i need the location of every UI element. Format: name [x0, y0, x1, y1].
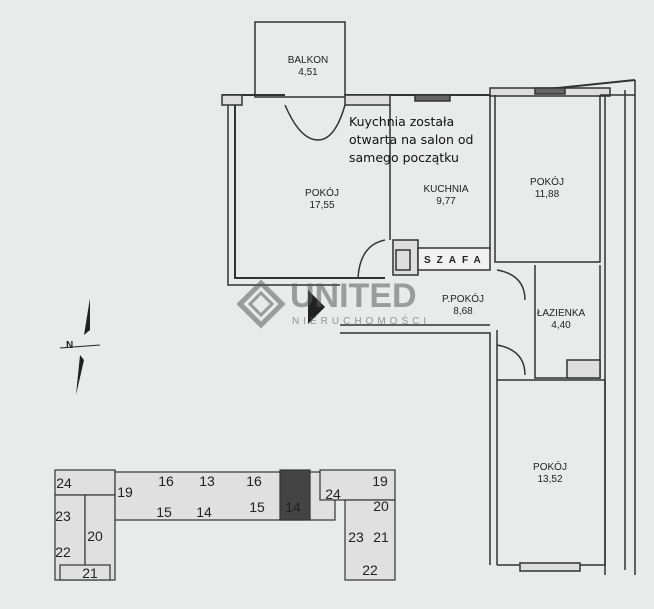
key-plan-label: 22 — [362, 562, 378, 578]
watermark-logo-icon — [236, 279, 286, 329]
key-plan-label: 21 — [373, 529, 389, 545]
key-plan — [54, 469, 396, 581]
key-plan-label: 23 — [55, 508, 71, 524]
annotation-note: Kuychnia została otwarta na salon od sam… — [349, 113, 473, 167]
room-name: KUCHNIA — [423, 184, 469, 195]
key-plan-label: 14 — [196, 504, 212, 520]
key-plan-label: 24 — [325, 486, 341, 502]
room-area: 4,51 — [298, 67, 318, 78]
key-plan-label: 20 — [373, 498, 389, 514]
room-name: BALKON — [287, 55, 329, 66]
balcony-outline — [254, 21, 346, 98]
compass-label: N — [66, 340, 74, 351]
room-name: POKÓJ — [530, 177, 564, 188]
key-plan-label: 21 — [82, 565, 98, 581]
play-arrow-icon — [308, 290, 325, 324]
room-name: P.POKÓJ — [441, 294, 485, 305]
room-area: 13,52 — [537, 474, 563, 485]
note-line: otwarta na salon od — [349, 132, 474, 147]
note-line: samego początku — [349, 150, 459, 165]
key-plan-label: 13 — [199, 473, 215, 489]
key-plan-label: 16 — [158, 473, 174, 489]
watermark-sub: NIERUCHOMOŚCI — [292, 316, 431, 327]
room-name: ŁAZIENKA — [536, 308, 586, 319]
key-plan-label: 19 — [372, 473, 388, 489]
note-line: Kuychnia została — [349, 114, 455, 129]
room-name: POKÓJ — [533, 462, 567, 473]
wardrobe-label: SZAFA — [424, 255, 487, 266]
key-plan-label: 23 — [348, 529, 364, 545]
key-plan-label: 14 — [285, 499, 301, 515]
key-plan-label: 24 — [56, 475, 72, 491]
compass-icon — [59, 298, 101, 395]
room-area: 17,55 — [309, 200, 335, 211]
room-area: 4,40 — [551, 320, 571, 331]
room-area: 8,68 — [453, 306, 473, 317]
room-name: POKÓJ — [305, 188, 339, 199]
watermark-brand: UNITED — [290, 277, 417, 315]
key-plan-label: 15 — [249, 499, 265, 515]
room-area: 11,88 — [534, 189, 560, 200]
room-area: 9,77 — [436, 196, 456, 207]
key-plan-label: 22 — [55, 544, 71, 560]
key-plan-label: 15 — [156, 504, 172, 520]
key-plan-label: 20 — [87, 528, 103, 544]
key-plan-label: 16 — [246, 473, 262, 489]
key-plan-label: 19 — [117, 484, 133, 500]
